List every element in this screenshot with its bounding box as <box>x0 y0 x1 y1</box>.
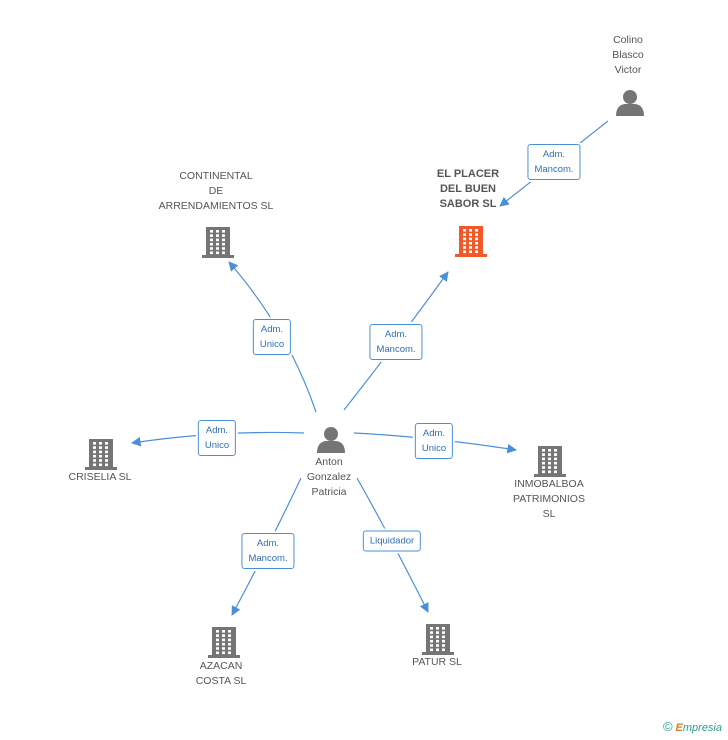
edge-label-anton-to-azacan[interactable]: Adm. Mancom. <box>241 533 295 569</box>
node-label-continental[interactable]: CONTINENTAL DE ARRENDAMIENTOS SL <box>158 170 274 212</box>
building-icon-patur[interactable] <box>422 624 454 655</box>
person-icon-anton[interactable] <box>317 427 345 453</box>
brand-initial: E <box>675 722 683 734</box>
node-label-criselia[interactable]: CRISELIA SL <box>68 471 132 483</box>
node-label-patur[interactable]: PATUR SL <box>412 656 462 668</box>
icons-layer <box>85 90 644 658</box>
building-icon-azacan[interactable] <box>208 627 240 658</box>
edge-label-colino-to-elplacer[interactable]: Adm. Mancom. <box>527 144 581 180</box>
edge-label-anton-to-criselia[interactable]: Adm. Unico <box>197 420 237 456</box>
building-icon-inmobalboa[interactable] <box>534 446 566 477</box>
node-label-elplacer[interactable]: EL PLACER DEL BUEN SABOR SL <box>436 168 500 210</box>
brand-name: mpresia <box>682 722 722 734</box>
copyright-symbol: © <box>662 719 673 734</box>
node-label-inmobalboa[interactable]: INMOBALBOA PATRIMONIOS SL <box>513 478 585 520</box>
building-icon-continental[interactable] <box>202 227 234 258</box>
building-icon-elplacer[interactable] <box>455 226 487 257</box>
edge-label-anton-to-continental[interactable]: Adm. Unico <box>252 319 292 355</box>
node-label-azacan[interactable]: AZACAN COSTA SL <box>195 660 247 687</box>
person-icon-colino[interactable] <box>616 90 644 116</box>
empresia-brand: ©Empresia <box>663 719 722 734</box>
node-label-colino[interactable]: Colino Blasco Victor <box>612 34 644 76</box>
node-label-anton[interactable]: Anton Gonzalez Patricia <box>306 456 352 498</box>
edge-label-anton-to-elplacer[interactable]: Adm. Mancom. <box>369 324 423 360</box>
edge-label-anton-to-patur[interactable]: Liquidador <box>362 530 422 552</box>
building-icon-criselia[interactable] <box>85 439 117 470</box>
edge-label-anton-to-inmobalboa[interactable]: Adm. Unico <box>414 423 454 459</box>
